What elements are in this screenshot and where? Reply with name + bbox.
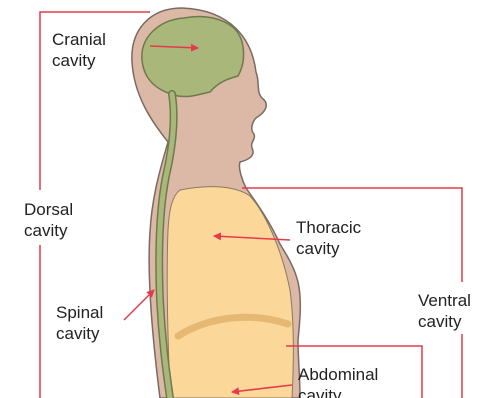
thoracic-cavity-label: Thoracic cavity xyxy=(296,217,361,259)
ventral-label-line-2: cavity xyxy=(418,311,471,332)
abdominal-cavity-label: Abdominal cavity xyxy=(298,364,378,398)
dorsal-label-line-2: cavity xyxy=(24,220,73,241)
abdominal-label-line-1: Abdominal xyxy=(298,364,378,385)
ventral-cavity-label: Ventral cavity xyxy=(418,290,471,332)
spinal-label-line-1: Spinal xyxy=(56,302,103,323)
dorsal-label-line-1: Dorsal xyxy=(24,199,73,220)
spinal-pointer-arrow xyxy=(124,290,154,320)
ventral-label-line-1: Ventral xyxy=(418,290,471,311)
spinal-cavity-label: Spinal cavity xyxy=(56,302,103,344)
thoracic-cavity-region xyxy=(167,187,293,398)
thoracic-label-line-1: Thoracic xyxy=(296,217,361,238)
thoracic-label-line-2: cavity xyxy=(296,238,361,259)
cranial-cavity-label: Cranial cavity xyxy=(52,29,106,71)
cranial-label-line-1: Cranial xyxy=(52,29,106,50)
abdominal-label-line-2: cavity xyxy=(298,385,378,398)
spinal-label-line-2: cavity xyxy=(56,323,103,344)
dorsal-cavity-label: Dorsal cavity xyxy=(24,199,73,241)
cranial-label-line-2: cavity xyxy=(52,50,106,71)
